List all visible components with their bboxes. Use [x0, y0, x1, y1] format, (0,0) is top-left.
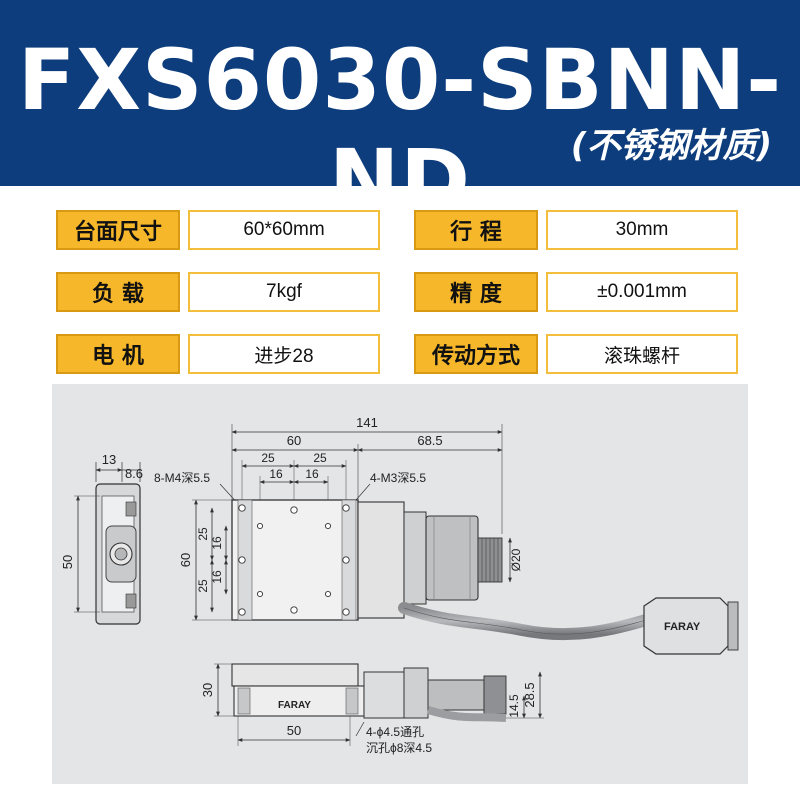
dim-16-a: 16 — [269, 467, 283, 481]
side-brand-label: FARAY — [278, 700, 311, 711]
plug-brand-label: FARAY — [664, 621, 701, 633]
dim-13: 13 — [102, 452, 116, 467]
front-view: FARAY 30 28.5 14.5 50 4-ϕ4.5通孔 — [200, 663, 544, 755]
dim-25-l1: 25 — [196, 527, 210, 541]
drawing-svg: 13 8.6 50 141 60 68.5 — [60, 415, 739, 755]
spec-label-drive: 传动方式 — [414, 334, 538, 374]
dim-16-l1: 16 — [210, 536, 224, 550]
spec-label-load: 负 载 — [56, 272, 180, 312]
top-view: 141 60 68.5 25 25 16 16 8-M4深5.5 4-M3深5 — [154, 415, 739, 655]
dim-16-b: 16 — [305, 467, 319, 481]
dim-30: 30 — [200, 683, 215, 697]
spec-label-travel: 行 程 — [414, 210, 538, 250]
dim-60-top: 60 — [287, 433, 301, 448]
spec-value-travel: 30mm — [546, 210, 738, 250]
dim-60-left: 60 — [178, 553, 193, 567]
dim-50-left: 50 — [60, 555, 75, 569]
dim-25-l2: 25 — [196, 579, 210, 593]
technical-drawing: 13 8.6 50 141 60 68.5 — [52, 384, 748, 784]
m4-callout: 8-M4深5.5 — [154, 471, 210, 485]
dim-25-b: 25 — [313, 451, 327, 465]
header-banner: FXS6030-SBNN-ND (不锈钢材质) — [0, 0, 800, 229]
through-hole-callout: 4-ϕ4.5通孔 — [366, 725, 424, 739]
dim-8-6: 8.6 — [125, 466, 143, 481]
dim-14-5: 14.5 — [507, 694, 521, 718]
spec-value-load: 7kgf — [188, 272, 380, 312]
product-model-title: FXS6030-SBNN-ND — [17, 31, 783, 229]
m3-callout: 4-M3深5.5 — [370, 471, 426, 485]
counterbore-callout: 沉孔ϕ8深4.5 — [366, 741, 432, 755]
spec-label-motor: 电 机 — [56, 334, 180, 374]
dim-50-bottom: 50 — [287, 723, 301, 738]
dim-16-l2: 16 — [210, 570, 224, 584]
dim-141: 141 — [356, 415, 378, 430]
material-subtitle: (不锈钢材质) — [570, 126, 772, 166]
spec-value-motor: 进步28 — [188, 334, 380, 374]
spec-value-table-size: 60*60mm — [188, 210, 380, 250]
dim-25-a: 25 — [261, 451, 275, 465]
spec-label-table-size: 台面尺寸 — [56, 210, 180, 250]
side-view: 13 8.6 50 — [60, 452, 143, 625]
dim-68-5: 68.5 — [417, 433, 442, 448]
spec-label-precision: 精 度 — [414, 272, 538, 312]
spec-value-precision: ±0.001mm — [546, 272, 738, 312]
spec-value-drive: 滚珠螺杆 — [546, 334, 738, 374]
dim-dia-20: Ø20 — [509, 548, 523, 571]
